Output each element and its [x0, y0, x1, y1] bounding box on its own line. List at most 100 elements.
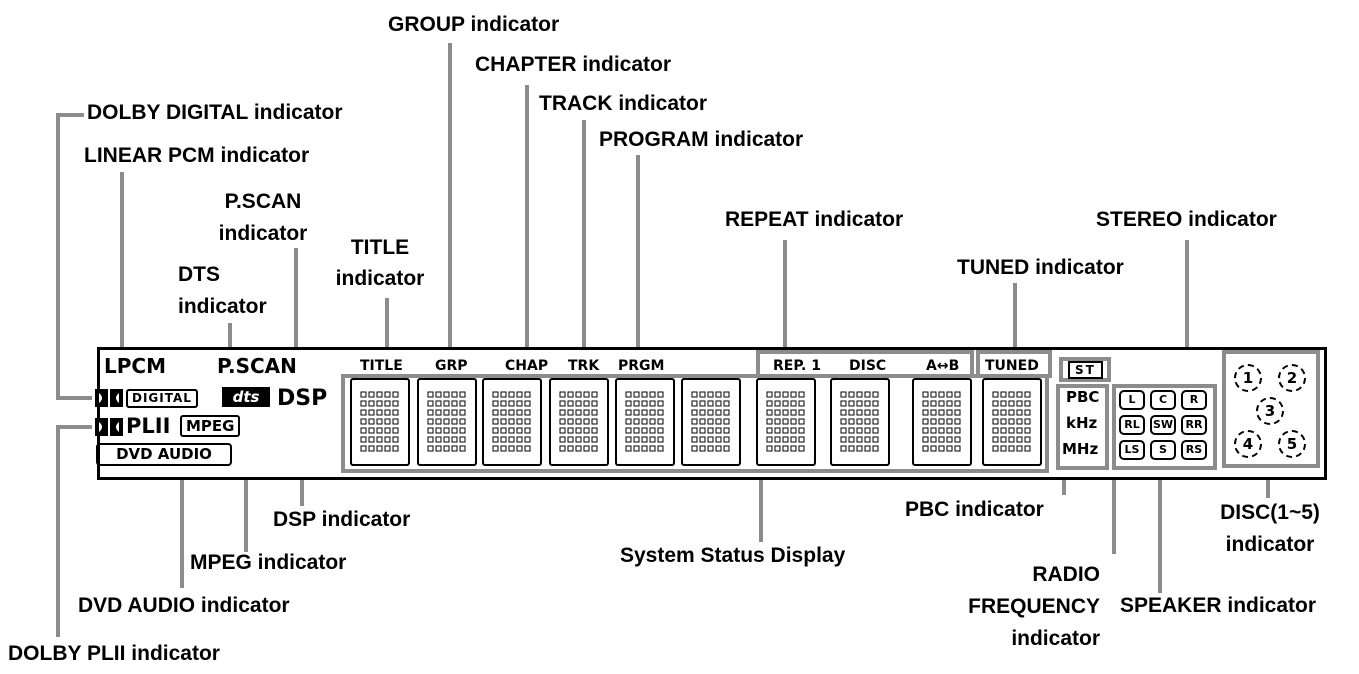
matrix-dot: [392, 418, 399, 425]
matrix-dot: [992, 436, 999, 443]
pbc-frame: [1056, 384, 1109, 470]
leader-system-status: [759, 465, 763, 542]
matrix-dot: [559, 436, 566, 443]
plii-indicator: PLII: [126, 414, 171, 438]
matrix-dot: [715, 436, 722, 443]
matrix-dot: [524, 436, 531, 443]
matrix-dot: [938, 400, 945, 407]
matrix-dot: [1016, 418, 1023, 425]
matrix-dot: [938, 427, 945, 434]
matrix-dot: [427, 427, 434, 434]
matrix-dot: [459, 418, 466, 425]
repeat-frame: [756, 350, 974, 378]
matrix-dot: [774, 409, 781, 416]
leader-stereo: [1185, 240, 1189, 362]
matrix-dot: [774, 445, 781, 452]
matrix-dot: [1000, 427, 1007, 434]
leader-title: [385, 298, 389, 355]
radio-label-line: indicator: [1011, 627, 1100, 650]
dot-matrix-grid: [840, 391, 879, 452]
dot-matrix-grid: [922, 391, 961, 452]
matrix-dot: [774, 427, 781, 434]
matrix-dot: [1000, 445, 1007, 452]
matrix-dot: [633, 418, 640, 425]
matrix-dot: [625, 418, 632, 425]
matrix-dot: [451, 409, 458, 416]
matrix-dot: [583, 391, 590, 398]
matrix-dot: [782, 445, 789, 452]
matrix-dot: [575, 409, 582, 416]
disc-1-indicator: 1: [1234, 364, 1262, 392]
matrix-dot: [427, 391, 434, 398]
matrix-dot: [559, 418, 566, 425]
matrix-dot: [1016, 445, 1023, 452]
matrix-dot: [368, 418, 375, 425]
matrix-dot: [516, 445, 523, 452]
matrix-dot: [567, 391, 574, 398]
matrix-dot: [938, 445, 945, 452]
matrix-dot: [798, 400, 805, 407]
matrix-dot: [774, 400, 781, 407]
matrix-dot: [427, 436, 434, 443]
matrix-dot: [524, 391, 531, 398]
matrix-dot: [500, 391, 507, 398]
matrix-dot: [649, 445, 656, 452]
matrix-dot: [938, 391, 945, 398]
matrix-dot: [451, 391, 458, 398]
matrix-cell: [681, 378, 741, 466]
matrix-dot: [930, 445, 937, 452]
dvd-audio-indicator: DVD AUDIO: [96, 443, 232, 466]
matrix-dot: [508, 445, 515, 452]
matrix-dot: [575, 427, 582, 434]
system-status-label: System Status Display: [620, 544, 846, 567]
leader-mpeg: [244, 440, 248, 552]
matrix-dot: [922, 418, 929, 425]
matrix-dot: [691, 427, 698, 434]
disc-text: DISC: [849, 358, 887, 374]
matrix-dot: [368, 427, 375, 434]
matrix-dot: [1016, 400, 1023, 407]
matrix-dot: [1008, 445, 1015, 452]
matrix-dot: [524, 418, 531, 425]
matrix-dot: [384, 409, 391, 416]
matrix-dot: [508, 418, 515, 425]
matrix-dot: [567, 400, 574, 407]
mpeg-indicator: MPEG: [180, 415, 241, 437]
dts-indicator: dts: [222, 387, 270, 407]
matrix-dot: [774, 436, 781, 443]
matrix-dot: [856, 418, 863, 425]
matrix-dot: [368, 400, 375, 407]
matrix-dot: [766, 391, 773, 398]
matrix-dot: [1008, 436, 1015, 443]
matrix-dot: [699, 427, 706, 434]
dot-matrix-grid: [360, 391, 399, 452]
matrix-dot: [954, 391, 961, 398]
leader-speaker: [1158, 465, 1162, 593]
matrix-dot: [641, 427, 648, 434]
matrix-dot: [649, 391, 656, 398]
matrix-dot: [625, 427, 632, 434]
matrix-dot: [691, 445, 698, 452]
stereo-label: STEREO indicator: [1096, 208, 1277, 231]
matrix-dot: [459, 436, 466, 443]
matrix-dot: [360, 418, 367, 425]
digital-indicator: DIGITAL: [126, 389, 198, 408]
matrix-dot: [848, 427, 855, 434]
grp-text: GRP: [435, 358, 468, 374]
title-label-line: indicator: [335, 267, 425, 290]
matrix-dot: [774, 418, 781, 425]
matrix-dot: [591, 445, 598, 452]
matrix-dot: [715, 445, 722, 452]
matrix-dot: [633, 427, 640, 434]
matrix-dot: [384, 400, 391, 407]
matrix-dot: [766, 445, 773, 452]
matrix-dot: [707, 427, 714, 434]
matrix-dot: [376, 427, 383, 434]
matrix-dot: [657, 409, 664, 416]
dolby-logo-icon: [94, 388, 124, 408]
matrix-dot: [500, 427, 507, 434]
matrix-dot: [790, 418, 797, 425]
matrix-dot: [864, 409, 871, 416]
matrix-dot: [1024, 445, 1031, 452]
matrix-dot: [451, 445, 458, 452]
